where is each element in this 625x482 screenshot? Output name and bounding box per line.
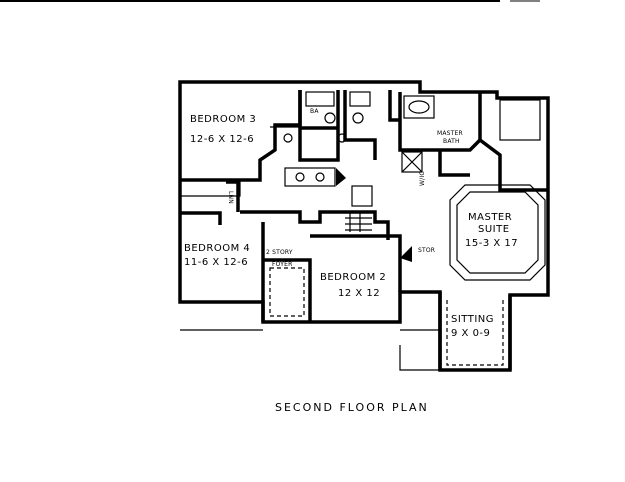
stair-marker-1 [336,168,346,186]
tub-right [349,91,371,107]
tub-left [305,91,335,107]
bedroom-2-name: BEDROOM 2 [320,272,386,283]
stair-top-block [351,185,373,207]
foyer-name-1: 2 STORY [266,249,293,256]
toilet-left [283,133,293,143]
foyer-walls [261,222,402,322]
bedroom-3-name: BEDROOM 3 [190,114,256,125]
vanity-sink-2 [315,172,325,182]
vanity-counter [284,167,336,187]
bedroom-4-size: 11-6 X 12-6 [184,257,248,268]
sink-left [324,112,336,124]
bath-walls [298,90,400,162]
tray-ceiling-outer [449,184,546,281]
bath-label: BA [310,108,319,115]
sitting-walls [438,292,512,370]
sitting-size: 9 X 0-9 [451,328,490,339]
sitting-name: SITTING [451,314,494,325]
foyer-open-to-below [269,267,305,317]
bedroom-4-name: BEDROOM 4 [184,243,250,254]
plan-title: SECOND FLOOR PLAN [275,401,429,414]
sitting-dash [446,300,504,366]
master-bath-name-2: BATH [443,138,460,145]
tray-ceiling-inner [456,191,539,274]
outer-walls [178,80,550,372]
shower-x2 [401,151,423,173]
master-bath-name-1: MASTER [437,130,463,137]
master-suite-size: 15-3 X 17 [465,238,518,249]
master-tub [403,95,435,119]
master-suite-name-1: MASTER [468,212,512,223]
toilet-right [337,133,347,143]
master-shower [401,151,423,173]
vanity-sink-1 [295,172,305,182]
bedroom-3-size: 12-6 X 12-6 [190,134,254,145]
master-bath-walls [398,92,482,177]
stair-marker-2 [400,246,412,262]
foyer-name-2: FOYER [272,261,292,268]
porch-lines [180,329,440,371]
storage-label: STOR [418,247,435,254]
linen-label: LNN [227,191,234,204]
staircase [345,210,390,240]
sink-right [352,112,364,124]
bedroom-2-size: 12 X 12 [338,288,380,299]
bedroom-4-top-wall [180,210,345,225]
bedroom-3-closet [180,126,300,197]
master-closet-wall [478,138,548,192]
master-wic [499,99,541,141]
closet-label: W/IC [419,171,426,186]
master-tub-basin [408,100,430,114]
master-suite-name-2: SUITE [478,224,510,235]
linen-closet [226,180,240,212]
